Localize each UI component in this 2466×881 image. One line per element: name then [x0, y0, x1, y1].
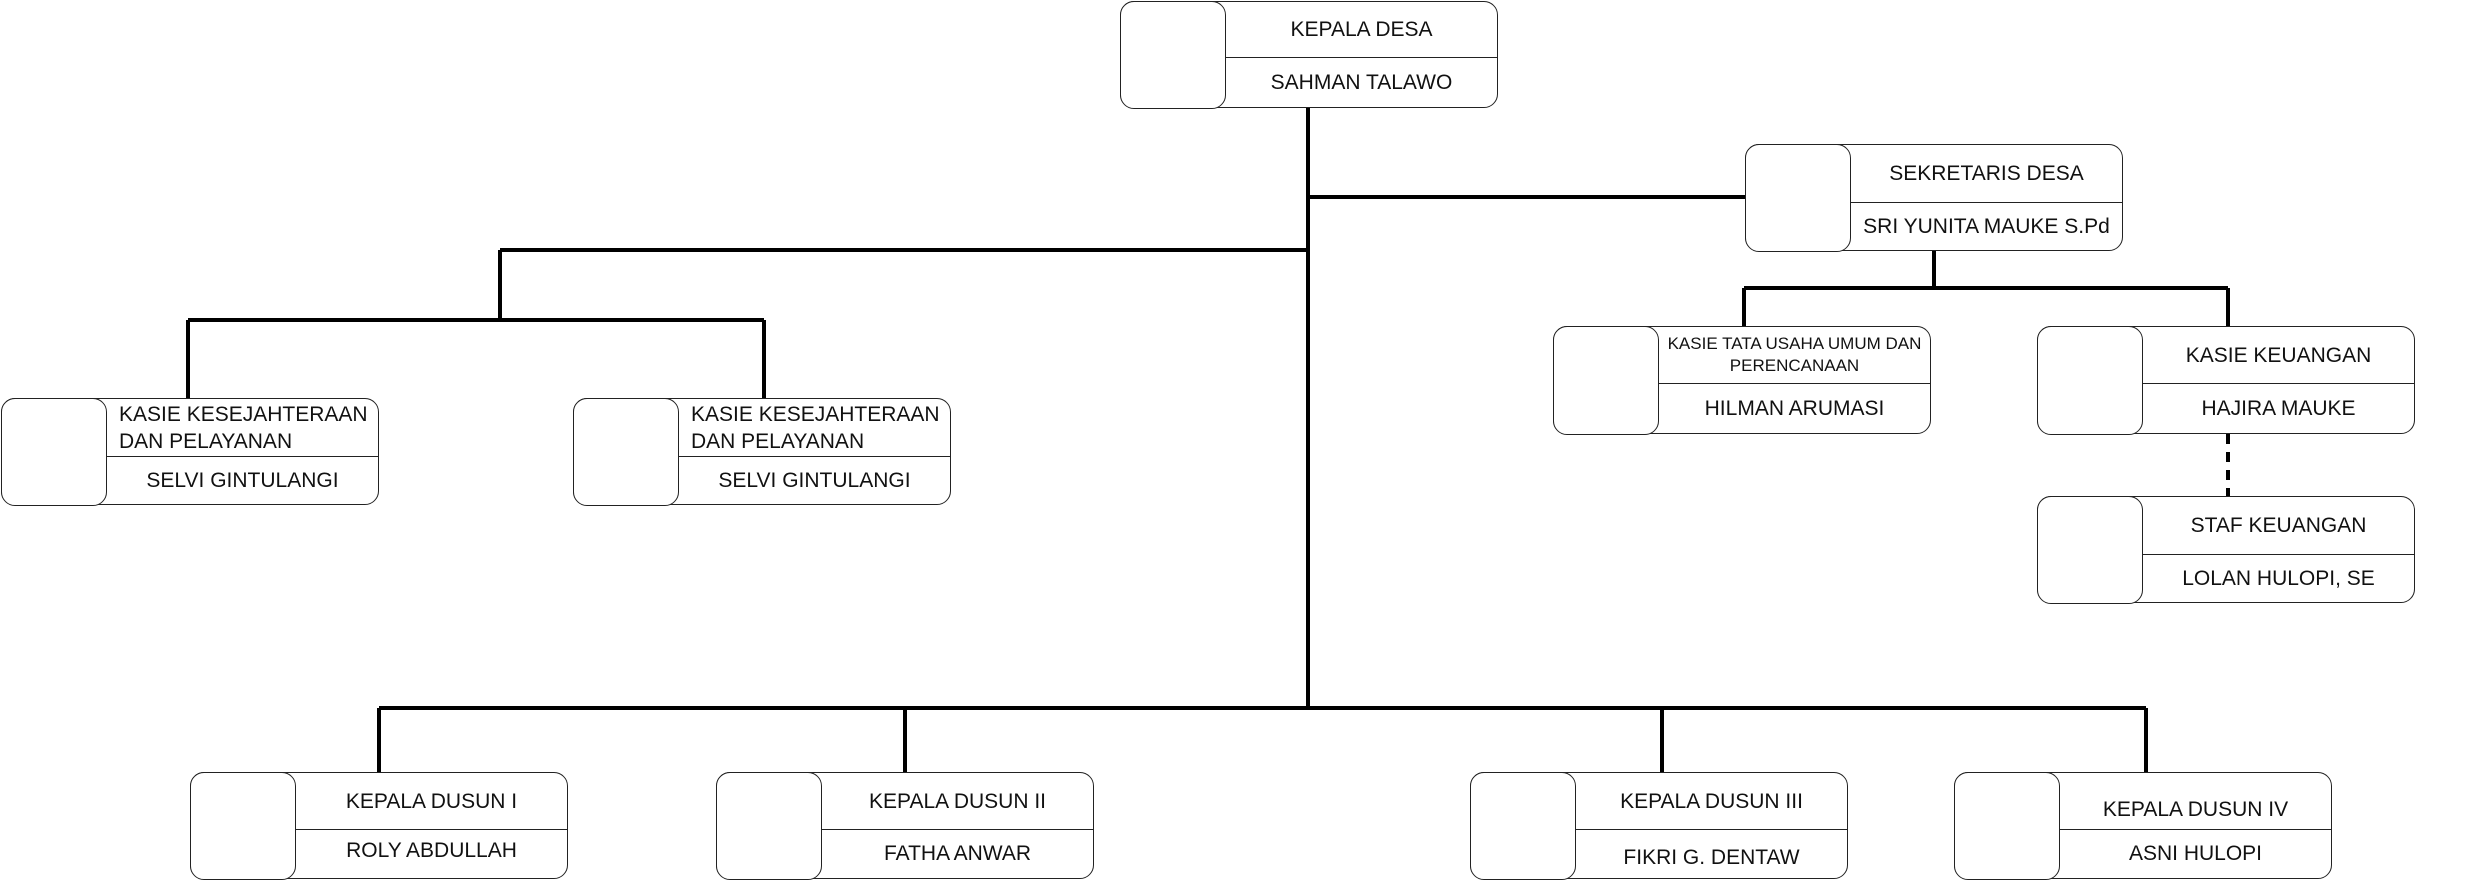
- photo-placeholder: [2036, 325, 2143, 435]
- node-kepala-dusun-1: KEPALA DUSUN I ROLY ABDULLAH: [189, 771, 568, 880]
- photo-placeholder: [1953, 771, 2060, 880]
- node-title: KEPALA DUSUN III: [1576, 773, 1847, 830]
- node-title: KEPALA DUSUN IV: [2060, 773, 2331, 830]
- node-name: FATHA ANWAR: [883, 842, 1032, 865]
- node-kasie-keuangan: KASIE KEUANGAN HAJIRA MAUKE: [2036, 325, 2415, 435]
- node-title: KEPALA DESA: [1226, 2, 1497, 58]
- node-name: SELVI GINTULANGI: [718, 468, 911, 492]
- node-name: SAHMAN TALAWO: [1270, 70, 1453, 94]
- node-kasie-tata-usaha: KASIE TATA USAHA UMUM DAN PERENCANAAN HI…: [1552, 325, 1931, 435]
- node-name: HILMAN ARUMASI: [1704, 396, 1885, 420]
- photo-placeholder: [572, 397, 679, 506]
- node-title: KASIE KESEJAHTERAAN DAN PELAYANAN: [679, 399, 950, 457]
- photo-placeholder: [1469, 771, 1576, 880]
- node-name: HAJIRA MAUKE: [2201, 396, 2356, 420]
- photo-placeholder: [189, 771, 296, 880]
- photo-placeholder: [715, 771, 822, 880]
- photo-placeholder: [2036, 495, 2143, 604]
- node-name: SRI YUNITA MAUKE S.Pd: [1863, 214, 2110, 238]
- node-title: KEPALA DUSUN II: [822, 773, 1093, 830]
- node-kasie-kesejahteraan-2: KASIE KESEJAHTERAAN DAN PELAYANAN SELVI …: [572, 397, 951, 506]
- node-kepala-dusun-4: KEPALA DUSUN IV ASNI HULOPI: [1953, 771, 2332, 880]
- node-title: KASIE KESEJAHTERAAN DAN PELAYANAN: [107, 399, 378, 457]
- node-kepala-desa: KEPALA DESA SAHMAN TALAWO: [1119, 0, 1498, 109]
- node-title: KASIE TATA USAHA UMUM DAN PERENCANAAN: [1659, 327, 1930, 384]
- photo-placeholder: [1119, 0, 1226, 109]
- node-kasie-kesejahteraan-1: KASIE KESEJAHTERAAN DAN PELAYANAN SELVI …: [0, 397, 379, 506]
- node-name: ASNI HULOPI: [2128, 842, 2263, 865]
- node-name: ROLY ABDULLAH: [346, 839, 517, 862]
- node-name: FIKRI G. DENTAW: [1623, 846, 1800, 869]
- node-name: LOLAN HULOPI, SE: [2182, 566, 2375, 590]
- node-title: SEKRETARIS DESA: [1851, 145, 2122, 203]
- photo-placeholder: [1744, 143, 1851, 252]
- node-name: SELVI GINTULANGI: [146, 468, 339, 492]
- node-title: KEPALA DUSUN I: [296, 773, 567, 830]
- node-title: KASIE KEUANGAN: [2143, 327, 2414, 384]
- photo-placeholder: [1552, 325, 1659, 435]
- photo-placeholder: [0, 397, 107, 506]
- node-kepala-dusun-3: KEPALA DUSUN III FIKRI G. DENTAW: [1469, 771, 1848, 880]
- node-kepala-dusun-2: KEPALA DUSUN II FATHA ANWAR: [715, 771, 1094, 880]
- node-title: STAF KEUANGAN: [2143, 497, 2414, 555]
- node-staf-keuangan: STAF KEUANGAN LOLAN HULOPI, SE: [2036, 495, 2415, 604]
- node-sekretaris-desa: SEKRETARIS DESA SRI YUNITA MAUKE S.Pd: [1744, 143, 2123, 252]
